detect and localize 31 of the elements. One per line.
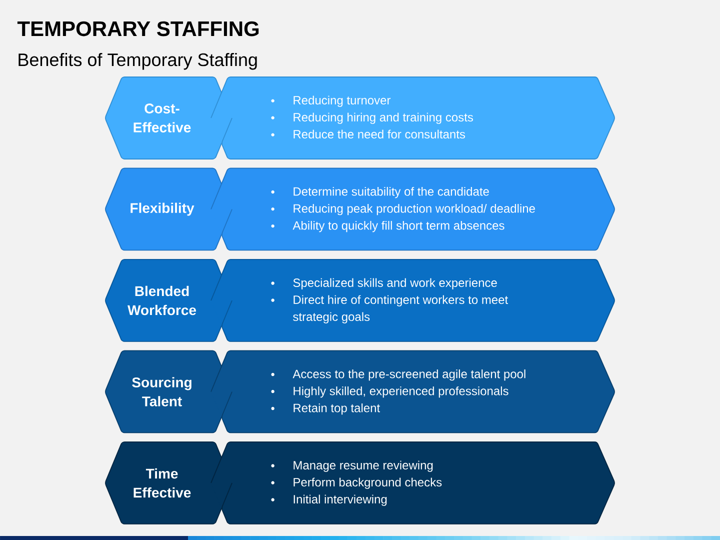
bullet-text: Initial interviewing xyxy=(294,494,387,506)
label-hexagon: Flexibility xyxy=(105,168,232,251)
bullet-text: Access to the pre-screened agile talent pool xyxy=(292,369,526,381)
bullet-text: Specialized skills and work experience xyxy=(293,278,497,290)
bullet-text: Reducing hiring and training costs xyxy=(294,112,473,124)
label-hexagon: Cost-Effective xyxy=(105,76,232,160)
bullet-text: Direct hire of contingent workers to meet strategic goals xyxy=(293,295,508,324)
bullet-text: Ability to quickly fill short term absences xyxy=(292,220,504,232)
bullet-text: Retain top talent xyxy=(294,403,380,415)
node-label: Cost-Effective xyxy=(134,104,191,132)
subtitle: Benefits of Temporary Staffing xyxy=(18,52,257,70)
node-label: Blended Workforce xyxy=(128,286,196,316)
bullet-text: Determine suitability of the candidate xyxy=(294,186,489,198)
bullet-text: Perform background checks xyxy=(294,478,442,489)
list-banner xyxy=(210,259,615,342)
node-label: Flexibility xyxy=(130,202,194,216)
label-hexagon: Time Effective xyxy=(105,442,232,524)
node-label: Time Effective xyxy=(134,468,191,498)
label-hexagon: Sourcing Talent xyxy=(105,350,232,434)
title: TEMPORARY STAFFING xyxy=(17,21,259,36)
bullet-text: Manage resume reviewing xyxy=(294,460,433,472)
list-banner xyxy=(210,350,615,434)
list-banner xyxy=(210,442,615,524)
bullet-text: Reduce the need for consultants xyxy=(294,130,466,138)
list-banner xyxy=(210,168,615,251)
list-banner xyxy=(210,76,615,160)
bullet-text: Reducing turnover xyxy=(294,96,391,107)
node-label: Sourcing Talent xyxy=(132,377,192,406)
label-hexagon: Blended Workforce xyxy=(105,259,232,342)
bullet-text: Highly skilled, experienced professionals xyxy=(294,386,508,398)
bullet-text: Reducing peak production workload/ deadline xyxy=(294,204,535,216)
